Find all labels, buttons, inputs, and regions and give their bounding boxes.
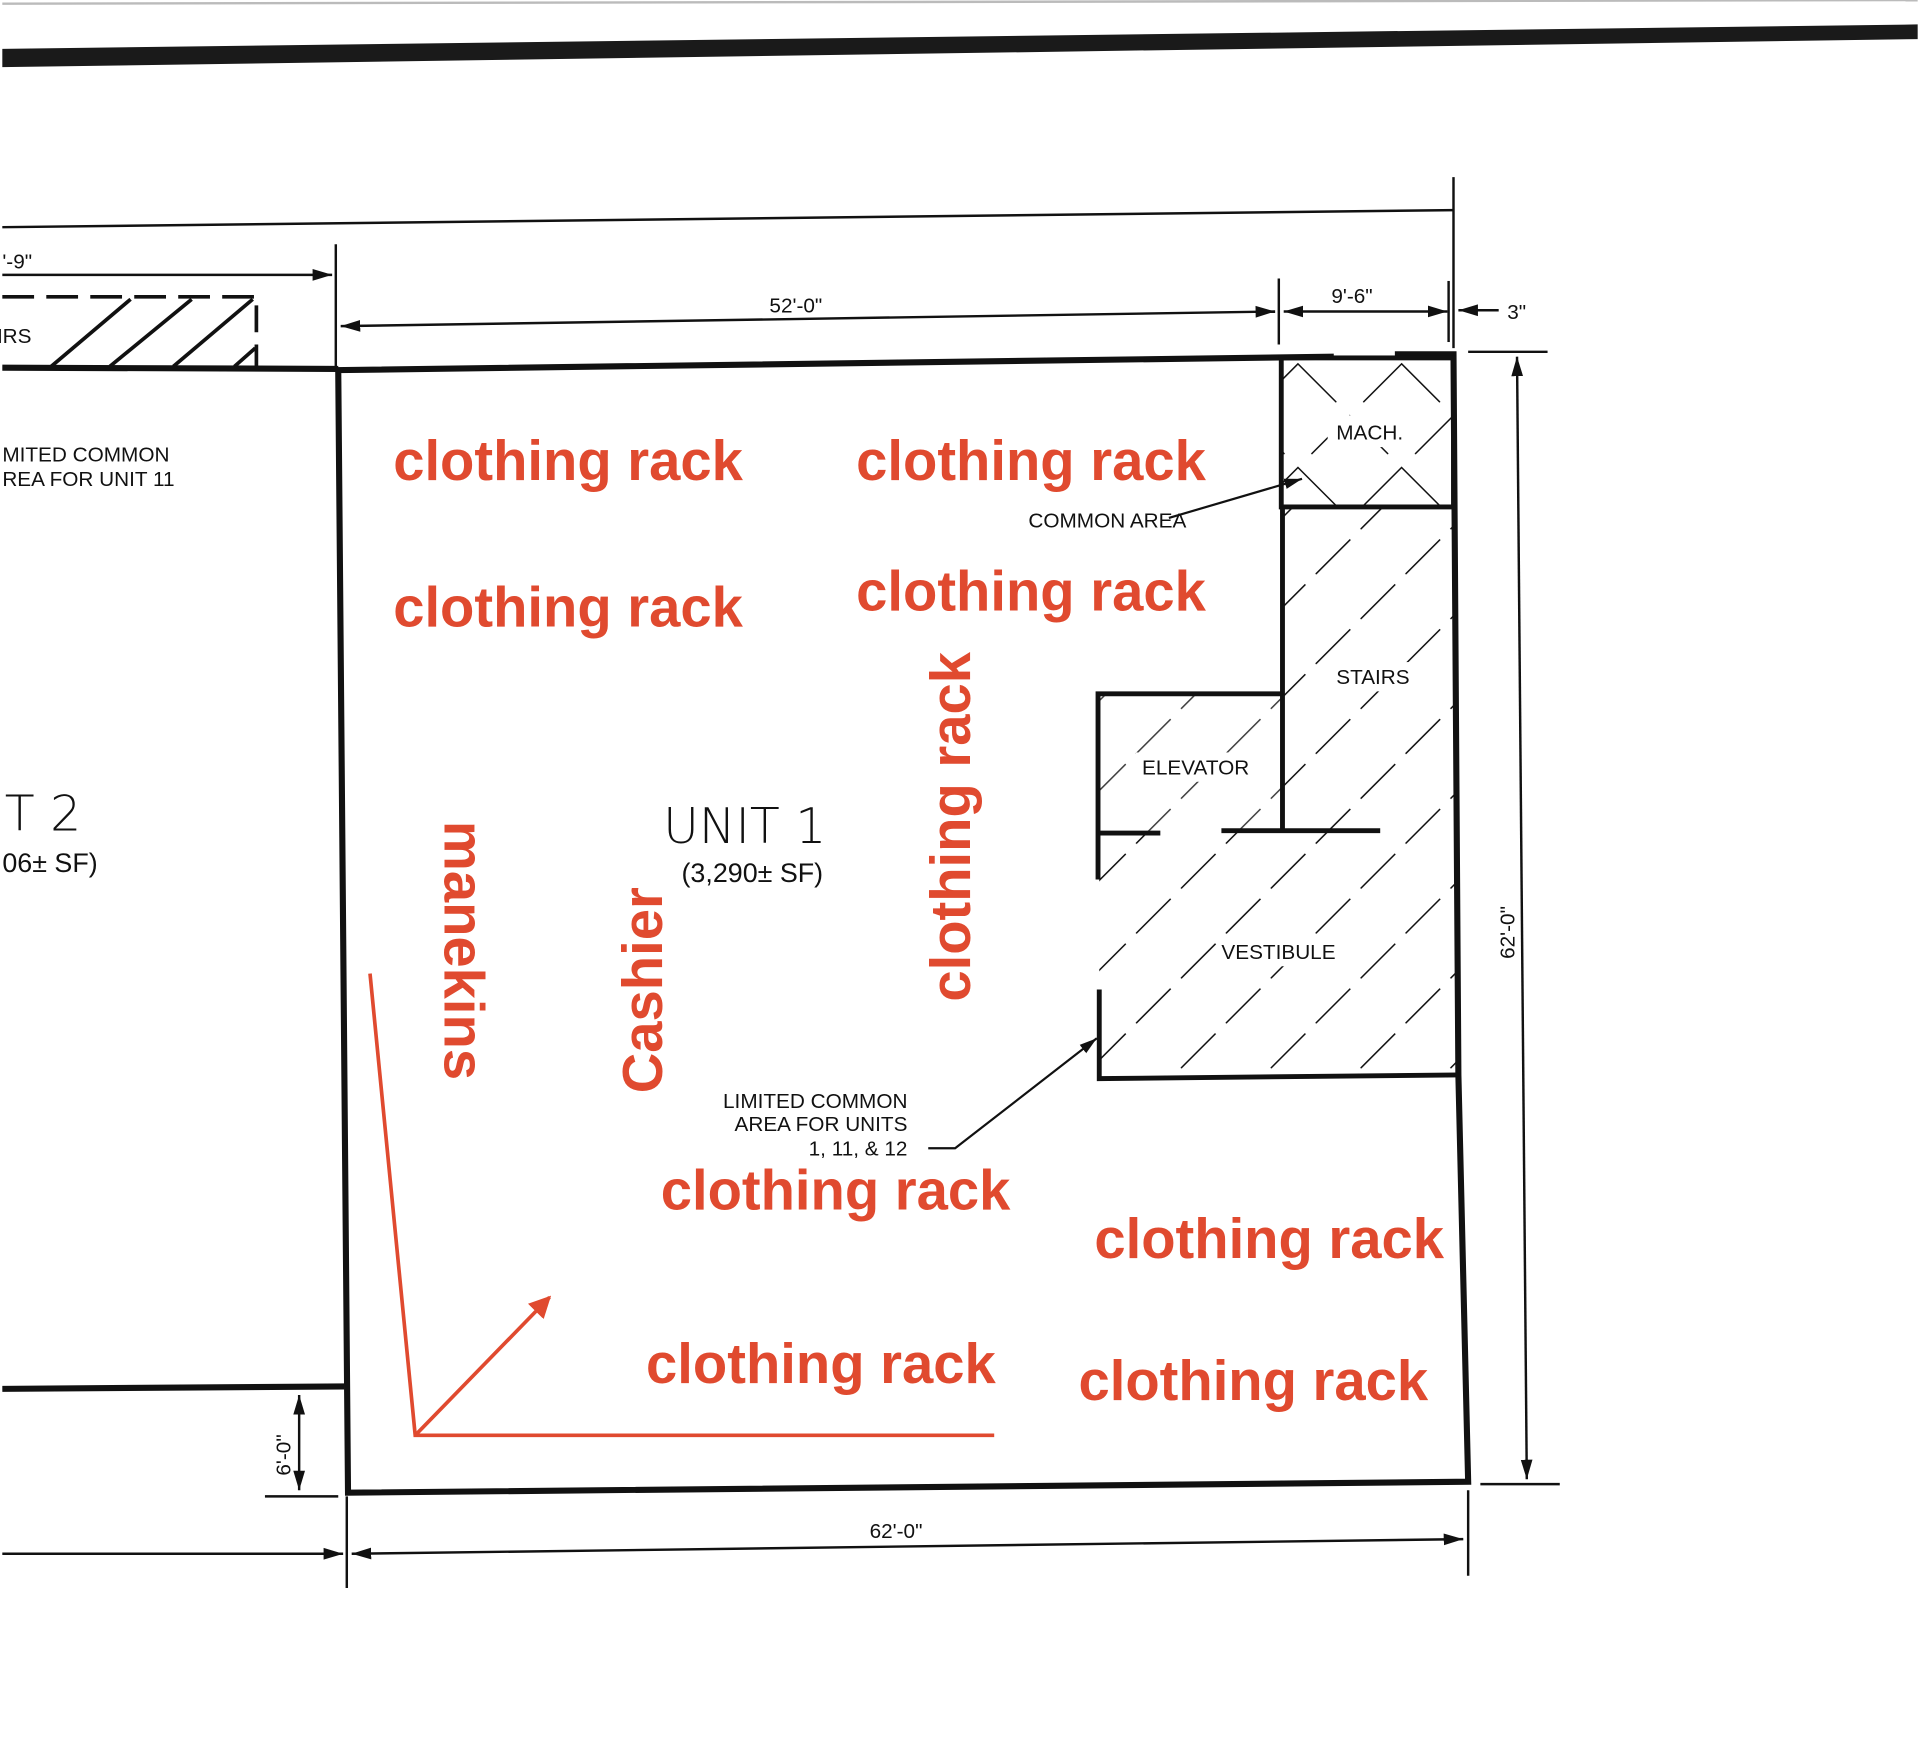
limited-common-line2: AREA FOR UNITS xyxy=(735,1113,908,1136)
common-area-label: COMMON AREA xyxy=(1028,510,1186,533)
left-stairs-hatch xyxy=(2,294,259,368)
clothing-rack-label: clothing rack xyxy=(856,560,1206,623)
clothing-rack-label: clothing rack xyxy=(1078,1349,1428,1412)
clothing-rack-label: clothing rack xyxy=(393,576,743,639)
left-common-line1: MITED COMMON xyxy=(2,444,169,467)
walls xyxy=(2,351,1472,1496)
unit1-title: UNIT 1 xyxy=(663,798,826,855)
dimension-lines xyxy=(2,177,1560,1588)
clothing-rack-label: clothing rack xyxy=(393,429,743,492)
clothing-rack-label: clothing rack xyxy=(856,429,1206,492)
cashier-label: Cashier xyxy=(611,887,674,1093)
traffic-flow-arrows xyxy=(368,973,995,1438)
dim-right-height: 62'-0" xyxy=(1497,906,1520,959)
manekins-label: manekins xyxy=(433,821,496,1080)
unit2-area: 06± SF) xyxy=(2,848,97,878)
dim-wall-offset: 3" xyxy=(1507,301,1526,324)
sheet-edge xyxy=(2,0,1918,5)
dim-bottom-width: 62'-0" xyxy=(870,1520,923,1543)
left-common-line2: REA FOR UNIT 11 xyxy=(2,468,174,491)
dim-unit-width: 52'-0" xyxy=(769,295,822,318)
vestibule-label: VESTIBULE xyxy=(1221,941,1335,964)
dim-mach-width: 9'-6" xyxy=(1331,285,1372,308)
unit2-title: T 2 xyxy=(5,786,81,843)
elevator-label: ELEVATOR xyxy=(1142,756,1249,779)
dim-top-left: '-9" xyxy=(2,251,32,274)
vertical-clothing-rack-label: clothing rack xyxy=(919,651,982,1001)
clothing-rack-label: clothing rack xyxy=(646,1332,996,1395)
stairs-label: STAIRS xyxy=(1336,666,1409,689)
sheet-border xyxy=(2,24,1918,68)
limited-common-line1: LIMITED COMMON xyxy=(723,1090,907,1113)
stairs-left-label: NRS xyxy=(0,325,31,348)
limited-common-line3: 1, 11, & 12 xyxy=(809,1138,908,1161)
clothing-rack-label: clothing rack xyxy=(1094,1207,1444,1270)
stairs-vestibule-area xyxy=(1099,506,1459,1079)
unit1-area: (3,290± SF) xyxy=(681,858,823,888)
dim-left-offset: 6'-0" xyxy=(273,1434,296,1475)
annotations: clothing rack clothing rack clothing rac… xyxy=(393,429,1445,1412)
clothing-rack-label: clothing rack xyxy=(661,1158,1011,1221)
mach-label: MACH. xyxy=(1336,422,1403,445)
leader-lines xyxy=(928,477,1303,1150)
core-walls xyxy=(1095,506,1459,1082)
